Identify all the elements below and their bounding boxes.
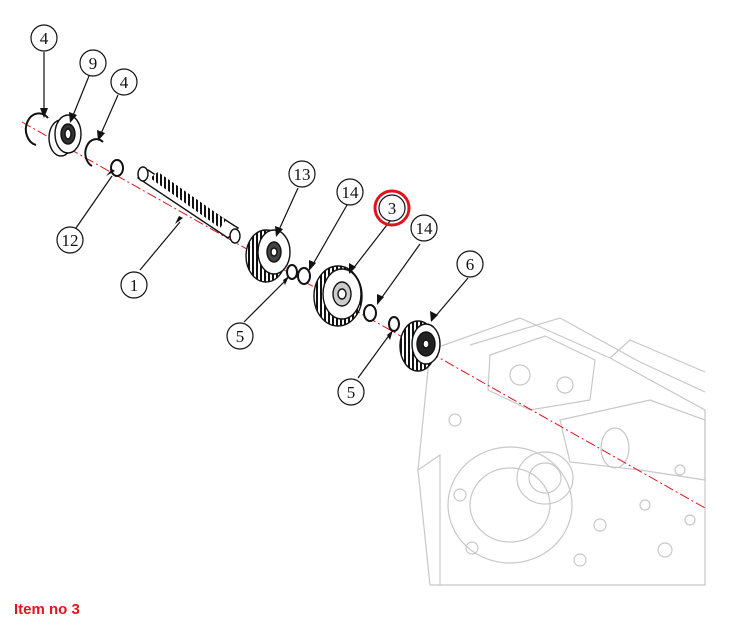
svg-text:13: 13: [294, 165, 311, 184]
svg-text:14: 14: [416, 219, 434, 238]
shaft: [136, 166, 241, 244]
gearbox-housing: [417, 317, 706, 586]
gear-6: [399, 320, 441, 372]
washer-5a: [286, 264, 298, 280]
bearing: [48, 114, 82, 157]
circlip-right: [84, 138, 104, 167]
callout-12: 12: [56, 226, 84, 254]
svg-text:5: 5: [347, 383, 356, 402]
svg-text:5: 5: [236, 327, 245, 346]
svg-text:12: 12: [62, 231, 79, 250]
parts: [24, 112, 441, 372]
svg-text:4: 4: [40, 29, 49, 48]
callout-13: 13: [288, 160, 316, 188]
item-caption: Item no 3: [14, 601, 80, 618]
callout-bubbles: 4 9 4 12 1 13 14 3: [30, 24, 484, 406]
washer-12: [110, 159, 124, 177]
leader-lines: [43, 52, 469, 379]
svg-text:4: 4: [120, 73, 129, 92]
leader-arrowheads: [40, 108, 438, 340]
svg-text:14: 14: [342, 183, 360, 202]
washer-5b: [388, 316, 400, 332]
svg-text:6: 6: [466, 255, 475, 274]
callout-14-upper: 14: [336, 178, 364, 206]
callout-5-upper: 5: [226, 322, 254, 350]
gear-13: [245, 229, 291, 283]
washer-14a: [297, 267, 311, 285]
svg-text:9: 9: [89, 54, 98, 73]
svg-text:3: 3: [388, 199, 397, 218]
svg-text:1: 1: [130, 276, 139, 295]
callout-4-top-right: 4: [110, 68, 138, 96]
circlip-left: [24, 112, 49, 146]
callout-4-top-left: 4: [30, 24, 58, 52]
callout-6: 6: [456, 250, 484, 278]
callout-14-lower: 14: [410, 214, 438, 242]
callout-5-lower: 5: [337, 378, 365, 406]
callout-3-highlighted[interactable]: 3: [373, 189, 411, 227]
callout-9: 9: [79, 49, 107, 77]
callout-1: 1: [120, 271, 148, 299]
gear-3: [313, 265, 363, 327]
exploded-parts-diagram: 4 9 4 12 1 13 14 3: [21, 24, 706, 586]
washer-14b: [363, 304, 377, 322]
